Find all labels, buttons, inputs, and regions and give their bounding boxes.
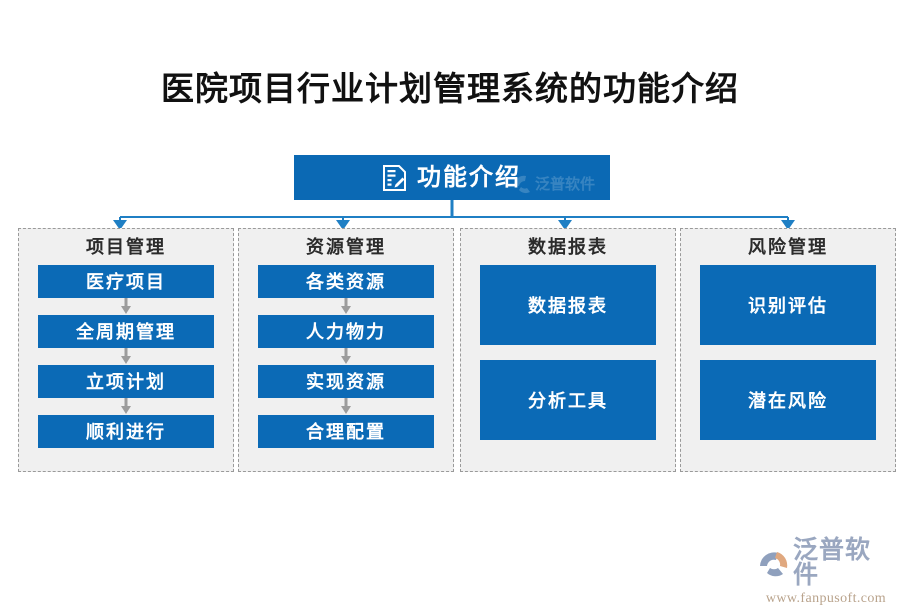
group-items: 医疗项目 全周期管理 立项计划 顺利进行 xyxy=(19,264,233,448)
down-arrow-icon xyxy=(341,297,351,314)
node-box[interactable]: 医疗项目 xyxy=(38,264,214,298)
group-resource-management: 资源管理 各类资源 人力物力 实现资源 合理配置 xyxy=(238,228,454,472)
svg-text:泛普软件: 泛普软件 xyxy=(535,175,595,193)
group-title: 风险管理 xyxy=(748,237,828,257)
group-title: 项目管理 xyxy=(86,237,166,257)
node-box[interactable]: 潜在风险 xyxy=(700,359,876,440)
node-box[interactable]: 顺利进行 xyxy=(38,414,214,448)
page-title: 医院项目行业计划管理系统的功能介绍 xyxy=(161,72,739,108)
group-title: 资源管理 xyxy=(306,237,386,257)
document-edit-icon xyxy=(383,164,406,191)
group-items: 各类资源 人力物力 实现资源 合理配置 xyxy=(239,264,453,448)
down-arrow-icon xyxy=(341,347,351,364)
down-arrow-icon xyxy=(341,397,351,414)
brand-name: 泛普软件 xyxy=(793,537,872,589)
root-node[interactable]: 功能介绍 泛普软件 xyxy=(294,155,610,200)
group-items: 数据报表 分析工具 xyxy=(461,264,675,440)
down-arrow-icon xyxy=(121,397,131,414)
footer-logo: 泛普软件 www.fanpusoft.com xyxy=(757,538,895,606)
node-box[interactable]: 全周期管理 xyxy=(38,314,214,348)
group-project-management: 项目管理 医疗项目 全周期管理 立项计划 顺利进行 xyxy=(18,228,234,472)
node-box[interactable]: 人力物力 xyxy=(258,314,434,348)
group-title: 数据报表 xyxy=(528,237,608,257)
node-box[interactable]: 合理配置 xyxy=(258,414,434,448)
node-box[interactable]: 实现资源 xyxy=(258,364,434,398)
logo-mark-row: 泛普软件 xyxy=(757,538,895,588)
node-box[interactable]: 识别评估 xyxy=(700,264,876,345)
fanpu-logo-icon xyxy=(760,552,788,577)
root-watermark-logo: 泛普软件 xyxy=(514,175,595,194)
node-box[interactable]: 各类资源 xyxy=(258,264,434,298)
node-box[interactable]: 立项计划 xyxy=(38,364,214,398)
group-risk-management: 风险管理 识别评估 潜在风险 xyxy=(680,228,896,472)
down-arrow-icon xyxy=(121,347,131,364)
group-data-report: 数据报表 数据报表 分析工具 xyxy=(460,228,676,472)
group-items: 识别评估 潜在风险 xyxy=(681,264,895,440)
brand-url: www.fanpusoft.com xyxy=(765,591,887,606)
root-node-label: 功能介绍 xyxy=(417,164,521,191)
down-arrow-icon xyxy=(121,297,131,314)
node-box[interactable]: 分析工具 xyxy=(480,359,656,440)
node-box[interactable]: 数据报表 xyxy=(480,264,656,345)
